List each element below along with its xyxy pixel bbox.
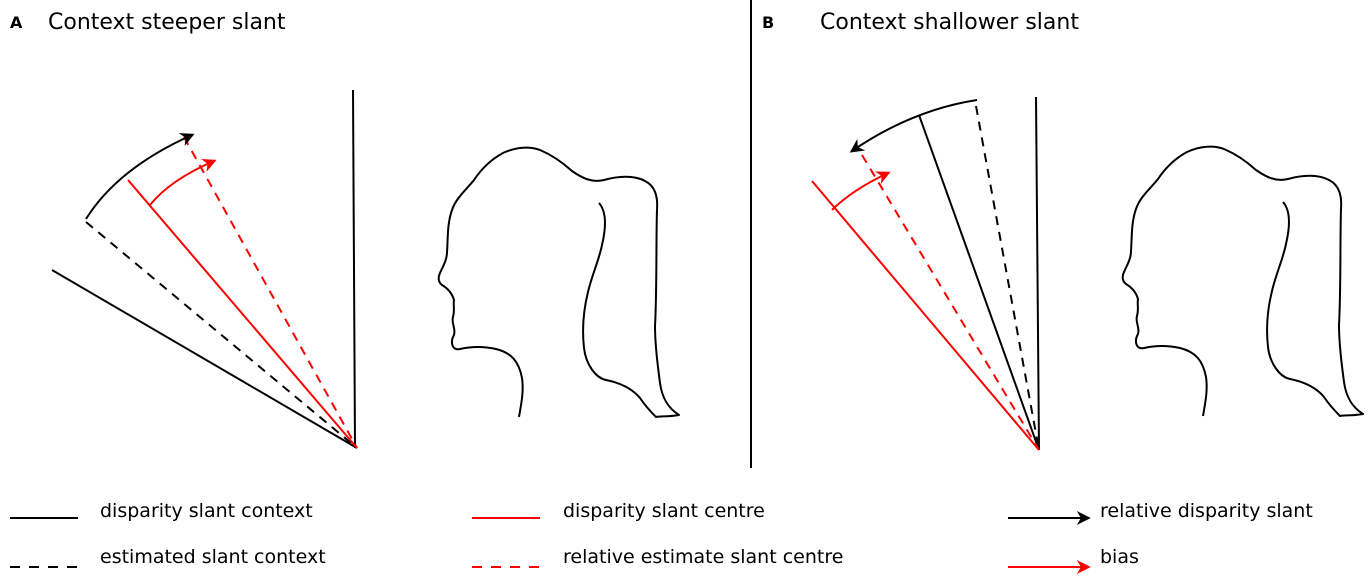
- panel-b-bias-arrow: [831, 171, 891, 211]
- panel-b-head-silhouette: [1121, 145, 1364, 417]
- legend: disparity slant context estimated slant …: [10, 500, 1313, 574]
- panel-b-vertical-line: [1035, 96, 1040, 451]
- panel-b-relative-disparity-arrow: [849, 99, 978, 153]
- legend-item-disparity-slant-context: disparity slant context: [10, 500, 313, 522]
- panel-b-context-disparity-line: [918, 114, 1040, 451]
- panel-a-letter: A: [10, 13, 23, 32]
- legend-item-disparity-slant-centre: disparity slant centre: [472, 500, 765, 522]
- panel-b: B Context shallower slant: [762, 10, 1364, 451]
- panel-a-vertical-line: [352, 89, 356, 449]
- panel-b-context-estimate-line: [975, 105, 1040, 451]
- panel-a-bias-arrow: [149, 159, 217, 206]
- legend-item-relative-disparity-slant: relative disparity slant: [1008, 500, 1313, 525]
- panel-a-title: Context steeper slant: [48, 10, 286, 35]
- legend-item-bias: bias: [1008, 546, 1139, 574]
- panel-a-context-estimate-line: [85, 221, 358, 449]
- legend-label: bias: [1100, 546, 1139, 568]
- legend-label: relative estimate slant centre: [563, 546, 843, 568]
- legend-item-estimated-slant-context: estimated slant context: [10, 546, 326, 568]
- panel-a-context-disparity-line: [51, 269, 358, 449]
- legend-label: disparity slant context: [100, 500, 313, 522]
- panel-a-relative-disparity-arrow: [85, 133, 195, 220]
- legend-label: estimated slant context: [100, 546, 326, 568]
- panel-a-centre-disparity-line: [127, 179, 358, 449]
- legend-item-relative-estimate-slant-centre: relative estimate slant centre: [472, 546, 843, 568]
- legend-label: relative disparity slant: [1100, 500, 1313, 522]
- panel-b-centre-disparity-line: [811, 180, 1040, 451]
- legend-label: disparity slant centre: [563, 500, 765, 522]
- panel-a-centre-estimate-line: [183, 136, 358, 449]
- panel-b-title: Context shallower slant: [820, 10, 1079, 35]
- panel-a-head-silhouette: [437, 146, 680, 418]
- panel-a: A Context steeper slant: [10, 10, 680, 449]
- panel-b-letter: B: [762, 13, 774, 32]
